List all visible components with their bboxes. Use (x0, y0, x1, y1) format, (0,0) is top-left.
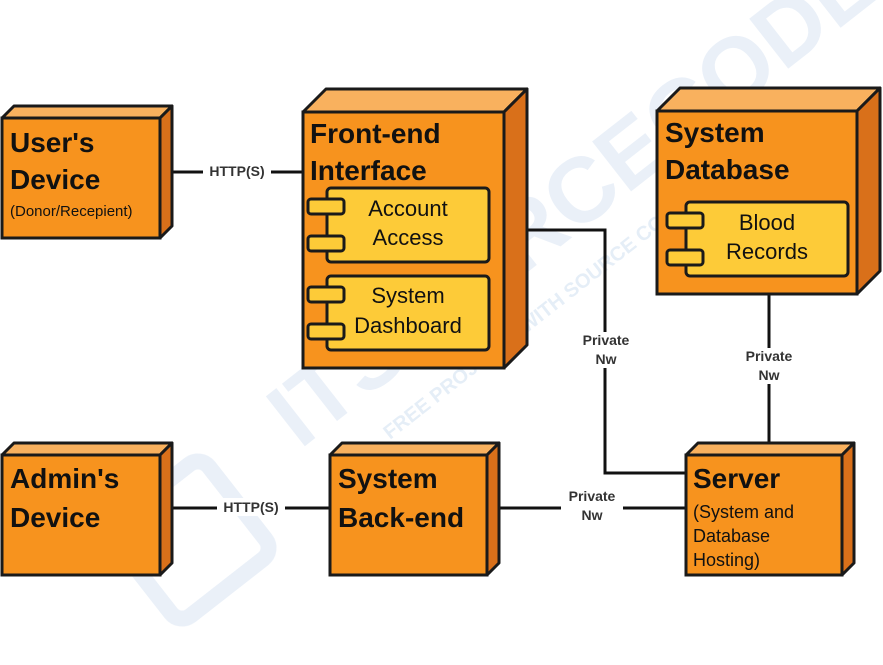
server-sub-1: (System and (693, 502, 794, 522)
component-account-access[interactable]: Account Access (306, 186, 491, 264)
node-system-backend[interactable]: System Back-end (328, 441, 501, 577)
component-icon-tab (306, 234, 346, 253)
account-access-line-2: Access (373, 225, 444, 250)
blood-records-line-2: Records (726, 239, 808, 264)
edge-label-front-server-2: Nw (596, 351, 617, 367)
edge-label-db-server-1: Private (746, 348, 793, 364)
edge-labels: HTTP(S) Private Nw Private Nw HTTP(S) Pr… (203, 162, 800, 524)
blood-records-line-1: Blood (739, 210, 795, 235)
edge-label-user-front: HTTP(S) (209, 163, 264, 179)
edge-label-db-server-2: Nw (759, 367, 780, 383)
edge-label-backend-server-1: Private (569, 488, 616, 504)
admins-device-title-1: Admin's (10, 463, 119, 494)
node-server[interactable]: Server (System and Database Hosting) (684, 441, 856, 577)
node-system-database[interactable]: System Database Blood Records (655, 86, 882, 296)
account-access-line-1: Account (368, 196, 448, 221)
component-icon-tab (306, 197, 346, 216)
node-admins-device-box (0, 453, 162, 577)
users-device-subtitle: (Donor/Recepient) (10, 203, 133, 220)
server-title: Server (693, 463, 780, 494)
node-server-box (684, 453, 844, 577)
component-system-dashboard[interactable]: System Dashboard (306, 274, 491, 352)
edge-label-admin-backend: HTTP(S) (223, 499, 278, 515)
front-end-title-2: Interface (310, 155, 427, 186)
system-dashboard-line-1: System (371, 283, 444, 308)
node-system-backend-box (328, 453, 489, 577)
system-backend-title-2: Back-end (338, 502, 464, 533)
server-sub-3: Hosting) (693, 550, 760, 570)
node-admins-device[interactable]: Admin's Device (0, 441, 174, 577)
users-device-title-2: Device (10, 164, 100, 195)
system-database-title-1: System (665, 117, 765, 148)
front-end-title-1: Front-end (310, 118, 441, 149)
component-icon-tab (665, 211, 705, 230)
users-device-title-1: User's (10, 127, 95, 158)
component-icon-tab (306, 285, 346, 304)
node-front-end-interface[interactable]: Front-end Interface Account Access Syste… (301, 87, 529, 370)
component-blood-records[interactable]: Blood Records (665, 200, 850, 278)
admins-device-title-2: Device (10, 502, 100, 533)
node-users-device-box (0, 116, 162, 240)
component-icon-tab (665, 248, 705, 267)
edge-label-backend-server-2: Nw (582, 507, 603, 523)
system-backend-title-1: System (338, 463, 438, 494)
system-database-title-2: Database (665, 154, 790, 185)
server-sub-2: Database (693, 526, 770, 546)
system-dashboard-line-2: Dashboard (354, 313, 462, 338)
node-users-device[interactable]: User's Device (Donor/Recepient) (0, 104, 174, 240)
edge-label-front-server-1: Private (583, 332, 630, 348)
component-icon-tab (306, 322, 346, 341)
